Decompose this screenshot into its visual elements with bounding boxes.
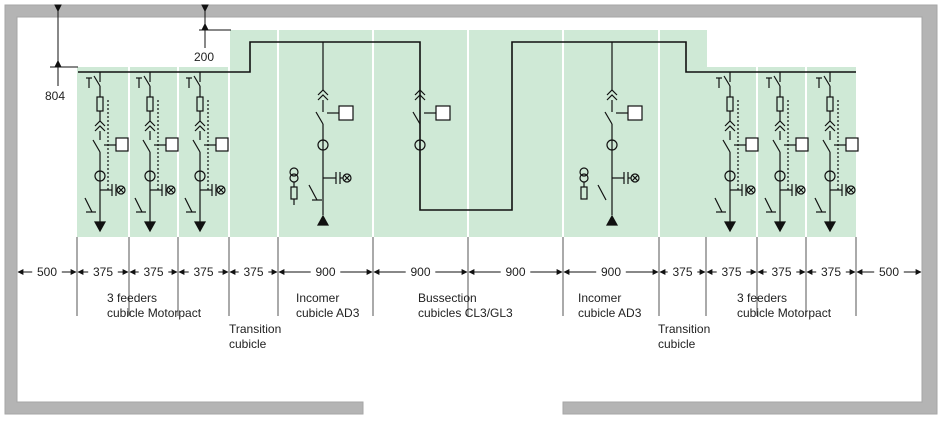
width-dimension-label: 375 [821,265,841,279]
transition-right-label-1: Transition [658,322,710,336]
incomer-right-label-2: cubicle AD3 [578,306,642,320]
width-dimension-label: 375 [243,265,263,279]
dimension-804: 804 [45,4,78,103]
cubicle-fill-low-left [77,67,230,237]
cubicle-fill-low-right [706,67,856,237]
busbar [78,41,856,211]
transition-left-label-2: cubicle [229,337,267,351]
incomer-right-label-1: Incomer [578,291,621,305]
feeders-right-label-2: cubicle Motorpact [737,306,832,320]
transition-left-label-1: Transition [229,322,281,336]
room-walls [4,4,938,415]
cubicle-labels: 3 feeders cubicle Motorpact Transition c… [107,291,832,351]
feeder-symbols [84,72,859,233]
width-dimension-label: 375 [721,265,741,279]
bussection-symbols [412,89,451,151]
incomer-right-symbols [579,42,643,226]
width-dimension-label: 375 [93,265,113,279]
feeders-left-label-2: cubicle Motorpact [107,306,202,320]
cubicle-dividers [128,30,807,237]
feeder-symbol [814,72,859,233]
feeder-symbol [184,72,229,233]
width-dimension-label: 375 [143,265,163,279]
dimension-200-label: 200 [194,50,214,64]
width-dimension-label: 500 [37,265,57,279]
feeders-right-label-1: 3 feeders [737,291,787,305]
width-dimension-label: 500 [879,265,899,279]
incomer-left-label-2: cubicle AD3 [296,306,360,320]
incomer-left-symbols [289,42,354,226]
feeders-left-label-1: 3 feeders [107,291,157,305]
incomer-left-label-1: Incomer [296,291,339,305]
dimension-200: 200 [194,4,231,64]
width-dimension-label: 900 [315,265,335,279]
dimension-804-label: 804 [45,89,65,103]
width-dimension-label: 375 [672,265,692,279]
feeder-symbol [84,72,129,233]
bussection-label-2: cubicles CL3/GL3 [418,306,513,320]
width-dimension-label: 900 [505,265,525,279]
feeder-symbol [714,72,759,233]
transition-right-label-2: cubicle [658,337,696,351]
feeder-symbol [134,72,179,233]
width-dimension-label: 375 [193,265,213,279]
width-dimensions: 500 375 375 375 375 900 900 900 900 375 375 375 375 5… [17,237,922,316]
feeder-symbol [764,72,809,233]
width-dimension-label: 900 [601,265,621,279]
width-dimension-label: 900 [410,265,430,279]
bussection-label-1: Bussection [418,291,477,305]
width-dimension-label: 375 [771,265,791,279]
